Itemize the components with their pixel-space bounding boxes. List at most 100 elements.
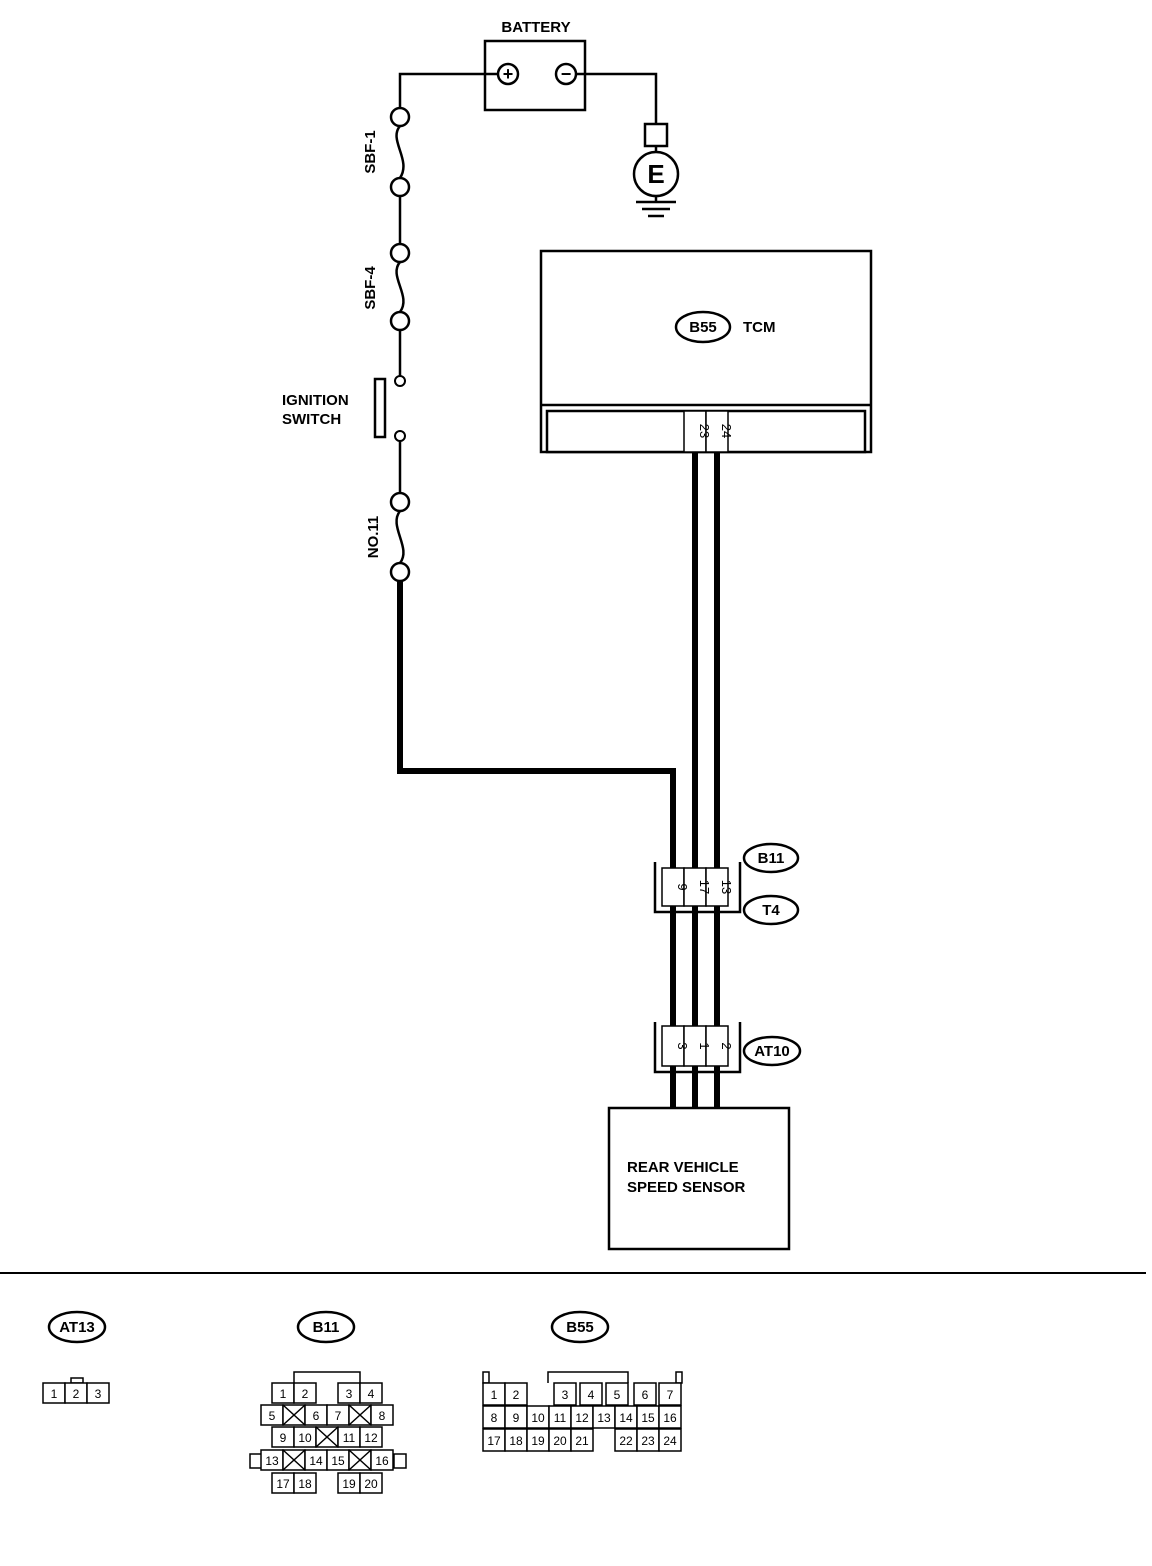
b55-view-pin-5 bbox=[605, 1382, 629, 1406]
ground-label: E bbox=[647, 159, 664, 189]
b55-view-pin-20-label: 20 bbox=[553, 1434, 567, 1448]
connector-at10: 3 1 2 AT10 bbox=[653, 1022, 802, 1074]
tcm-connector-tag bbox=[674, 310, 732, 344]
rear-vehicle-speed-sensor: REAR VEHICLE SPEED SENSOR bbox=[607, 1106, 791, 1251]
b11-view-pin-14-label: 14 bbox=[309, 1454, 323, 1468]
b55-view-tag-text: B55 bbox=[566, 1319, 594, 1336]
b11-view-pin-7-label: 7 bbox=[335, 1409, 342, 1423]
ignition-switch-label-1: IGNITION bbox=[282, 392, 349, 409]
b11-view-tag-text: B11 bbox=[313, 1319, 340, 1336]
b11-view-pin-8 bbox=[370, 1404, 394, 1426]
connector-view-b11: B11 1 2 3 4 5 6 7 8 9 bbox=[249, 1310, 407, 1494]
b11-view-pin-8-label: 8 bbox=[379, 1409, 386, 1423]
b11-view-tag bbox=[296, 1310, 356, 1344]
b11-pin-17-label: 17 bbox=[697, 880, 712, 894]
at13-view-pin-2-label: 2 bbox=[73, 1387, 80, 1401]
b55-view-pin-23-label: 23 bbox=[641, 1434, 655, 1448]
connector-b11-t4: 9 17 13 B11 T4 bbox=[653, 842, 800, 926]
b55-view-pin-14-label: 14 bbox=[619, 1411, 633, 1425]
b55-view-pin-18-label: 18 bbox=[509, 1434, 523, 1448]
b55-view-pin-22-label: 22 bbox=[619, 1434, 633, 1448]
b55-view-pin-24 bbox=[658, 1428, 682, 1452]
b55-view-pin-16-label: 16 bbox=[663, 1411, 677, 1425]
b11-tag-text: B11 bbox=[758, 850, 785, 867]
b55-view-pin-6-label: 6 bbox=[642, 1388, 649, 1402]
b11-view-pin-17-label: 17 bbox=[276, 1477, 290, 1491]
fuse-no-11-label: NO.11 bbox=[365, 516, 382, 559]
b55-view-pin-8-label: 8 bbox=[491, 1411, 498, 1425]
b55-view-pin-13-label: 13 bbox=[597, 1411, 611, 1425]
b11-view-pin-16-label: 16 bbox=[375, 1454, 389, 1468]
fuse-sbf-4-label: SBF-4 bbox=[362, 266, 379, 310]
tcm-label: TCM bbox=[743, 319, 776, 336]
tcm-pin-23-label: 23 bbox=[697, 424, 712, 438]
b11-view-pin-2-label: 2 bbox=[302, 1387, 309, 1401]
b55-view-tag bbox=[550, 1310, 610, 1344]
b11-view-pin-20-label: 20 bbox=[364, 1477, 378, 1491]
b11-view-pin-18-label: 18 bbox=[298, 1477, 312, 1491]
power-wire-no11-to-b11 bbox=[397, 581, 676, 868]
fuse-sbf-1: SBF-1 bbox=[362, 106, 411, 198]
b11-view-pin-20 bbox=[359, 1472, 383, 1494]
at10-tag-text: AT10 bbox=[754, 1043, 790, 1060]
t4-tag bbox=[742, 894, 800, 926]
b11-view-pin-16 bbox=[370, 1449, 394, 1471]
sensor-box bbox=[607, 1106, 791, 1251]
at13-view-pin-1-label: 1 bbox=[51, 1387, 58, 1401]
b55-view-pin-21 bbox=[570, 1428, 594, 1452]
at10-pin-2-label: 2 bbox=[719, 1042, 734, 1049]
fuse-sbf-1-label: SBF-1 bbox=[362, 130, 379, 173]
b11-view-pin-4-label: 4 bbox=[368, 1387, 375, 1401]
b11-view-pin-12-label: 12 bbox=[364, 1431, 378, 1445]
b55-view-pin-15-label: 15 bbox=[641, 1411, 655, 1425]
battery-minus-sign: − bbox=[561, 64, 572, 84]
b55-view-pin-2 bbox=[504, 1382, 528, 1406]
at10-tag bbox=[742, 1035, 802, 1067]
b11-view-pin-13-label: 13 bbox=[265, 1454, 279, 1468]
b11-view-pin-6-label: 6 bbox=[313, 1409, 320, 1423]
sensor-label-2: SPEED SENSOR bbox=[627, 1179, 746, 1196]
b11-view-pin-11-label: 11 bbox=[343, 1431, 356, 1445]
b55-view-pin-1-label: 1 bbox=[491, 1388, 498, 1402]
at10-pin-3-label: 3 bbox=[675, 1042, 690, 1049]
ignition-switch-label-2: SWITCH bbox=[282, 411, 341, 428]
b55-view-pin-24-label: 24 bbox=[663, 1434, 677, 1448]
b55-view-pin-10-label: 10 bbox=[531, 1411, 545, 1425]
b11-view-pin-9-label: 9 bbox=[280, 1431, 287, 1445]
tcm-connector-tag-text: B55 bbox=[689, 319, 717, 336]
b55-view-pin-21-label: 21 bbox=[575, 1434, 589, 1448]
b55-view-pin-5-label: 5 bbox=[614, 1388, 621, 1402]
b11-view-pin-2 bbox=[293, 1382, 317, 1404]
b11-view-pin-15-label: 15 bbox=[331, 1454, 345, 1468]
b55-view-pin-4 bbox=[579, 1382, 603, 1406]
b55-view-pin-7-label: 7 bbox=[667, 1388, 674, 1402]
tcm-pin-24-label: 24 bbox=[719, 424, 734, 438]
b11-view-pin-18 bbox=[293, 1472, 317, 1494]
b55-view-pin-3 bbox=[553, 1382, 577, 1406]
ground-terminal bbox=[643, 122, 669, 148]
b11-tag bbox=[742, 842, 800, 874]
connector-view-at13: AT13 1 2 3 bbox=[42, 1310, 110, 1404]
b11-view-pin-3-label: 3 bbox=[346, 1387, 353, 1401]
b11-view-pin-1-label: 1 bbox=[280, 1387, 287, 1401]
b11-view-pin-4 bbox=[359, 1382, 383, 1404]
b55-view-pin-19-label: 19 bbox=[531, 1434, 545, 1448]
t4-tag-text: T4 bbox=[762, 902, 780, 919]
battery-positive-wire bbox=[398, 72, 498, 108]
b55-view-pin-2-label: 2 bbox=[513, 1388, 520, 1402]
ignition-switch: IGNITION SWITCH bbox=[282, 375, 406, 442]
b55-view-pin-3-label: 3 bbox=[562, 1388, 569, 1402]
at13-view-pin-3-label: 3 bbox=[95, 1387, 102, 1401]
at13-view-tag bbox=[47, 1310, 107, 1344]
ground-symbol: E bbox=[632, 122, 680, 218]
b11-view-pin-19-label: 19 bbox=[342, 1477, 356, 1491]
b11-view-pin-10-label: 10 bbox=[298, 1431, 312, 1445]
b55-view-pin-16 bbox=[658, 1405, 682, 1429]
at13-view-tag-text: AT13 bbox=[59, 1319, 95, 1336]
b55-view-pin-12-label: 12 bbox=[575, 1411, 589, 1425]
battery: BATTERY + − bbox=[483, 19, 587, 112]
b55-view-pin-17-label: 17 bbox=[487, 1434, 501, 1448]
fuse-no-11: NO.11 bbox=[365, 491, 411, 583]
b11-view-pin-5-label: 5 bbox=[269, 1409, 276, 1423]
